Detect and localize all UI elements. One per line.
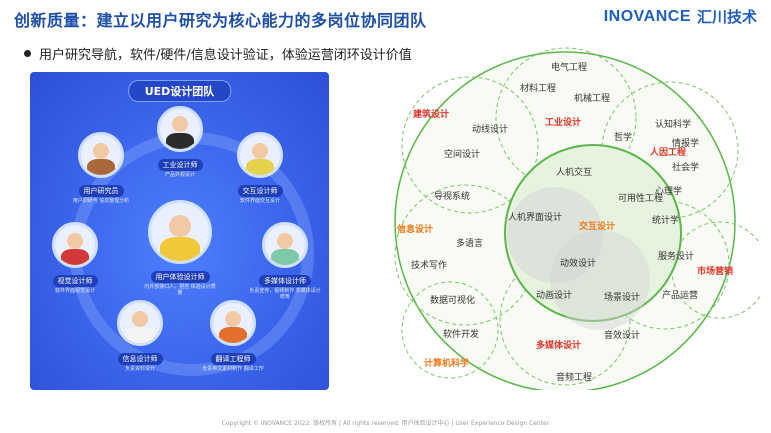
overlap-bottom <box>550 230 650 330</box>
inner-label: 人机交互 <box>556 166 592 178</box>
inner-label: 人机界面设计 <box>508 211 562 223</box>
group-label: 信息设计 <box>397 223 433 235</box>
multimedia-designer-avatar <box>262 222 308 268</box>
group-label: 人因工程 <box>649 146 686 158</box>
outer-label: 软件开发 <box>443 328 479 340</box>
bullet-text: 用户研究导航，软件/硬件/信息设计验证，体验运营闭环设计价值 <box>39 48 412 63</box>
inner-label: 可用性工程 <box>618 192 663 204</box>
group-label: 市场营销 <box>697 265 733 277</box>
outer-label: 技术写作 <box>411 259 447 271</box>
outer-label: 动线设计 <box>472 123 508 135</box>
outer-label: 导视系统 <box>434 190 470 202</box>
group-label: 多媒体设计 <box>536 339 581 351</box>
team-panel: UED设计团队 工业设计师 产品外观设计 交互设计师 软件界面交互设计 多媒体设… <box>30 72 329 390</box>
bullet-row: 用户研究导航，软件/硬件/信息设计验证，体验运营闭环设计价值 <box>24 44 412 63</box>
role-desc: 产品外观设计 <box>164 172 195 178</box>
role-label: 多媒体设计师 <box>259 275 311 287</box>
role-label: 信息设计师 <box>117 353 163 365</box>
role-information-designer: 信息设计师 负责资料设计 <box>108 300 172 372</box>
outer-label: 认知科学 <box>655 118 691 130</box>
interaction-designer-avatar <box>237 132 283 178</box>
outer-label: 服务设计 <box>658 250 694 262</box>
role-visual-designer: 视觉设计师 软件界面视觉设计 <box>42 222 108 294</box>
outer-label: 社会学 <box>672 161 699 173</box>
logo-latin: INOVANCE <box>603 7 691 25</box>
inner-label: 动效设计 <box>560 257 596 269</box>
role-desc: 内外部接口人，把控 体验设计质量 <box>144 284 216 296</box>
role-industrial-designer: 工业设计师 产品外观设计 <box>148 106 212 178</box>
footer: Copyright © INOVANCE 2022. 版权所有 | All ri… <box>221 420 550 427</box>
venn-diagram: 电气工程 材料工程 机械工程 认知科学 情报学 社会学 心理学 统计学 产品运营… <box>394 47 760 390</box>
role-multimedia-designer: 多媒体设计师 负责宣传，视频制作 多媒体设计统筹 <box>248 222 322 300</box>
overlap-left <box>507 187 603 283</box>
role-translation-engineer: 翻译工程师 负责英文素材制作 翻译工作 <box>198 300 268 372</box>
industrial-designer-avatar <box>157 106 203 152</box>
role-desc: 用户调研与 信息整理分析 <box>72 198 130 204</box>
outer-label: 哲学 <box>614 131 632 143</box>
translation-engineer-avatar <box>210 300 256 346</box>
group-label: 计算机科学 <box>424 357 469 369</box>
information-designer-avatar <box>117 300 163 346</box>
outer-label: 电气工程 <box>551 61 587 73</box>
role-label: 工业设计师 <box>157 159 203 171</box>
outer-label: 数据可视化 <box>430 294 475 306</box>
outer-label: 音频工程 <box>556 371 592 383</box>
role-desc: 负责宣传，视频制作 多媒体设计统筹 <box>249 288 321 300</box>
role-label: 用户体验设计师 <box>150 271 210 283</box>
role-label: 翻译工程师 <box>210 353 256 365</box>
page-title: 创新质量：建立以用户研究为核心能力的多岗位协同团队 <box>14 11 427 30</box>
outer-label: 多语言 <box>456 237 483 249</box>
role-user-researcher: 用户研究员 用户调研与 信息整理分析 <box>68 132 134 204</box>
outer-label: 音效设计 <box>604 329 640 341</box>
bullet-dot-icon <box>24 50 31 57</box>
role-desc: 软件界面视觉设计 <box>54 288 95 294</box>
role-label: 视觉设计师 <box>52 275 98 287</box>
group-label: 交互设计 <box>579 220 615 232</box>
outer-label: 统计学 <box>652 214 679 226</box>
role-desc: 负责资料设计 <box>124 366 155 372</box>
ux-designer-avatar <box>148 200 212 264</box>
group-label: 工业设计 <box>545 116 581 128</box>
logo-cn: 汇川技术 <box>696 8 757 26</box>
outer-label: 产品运营 <box>662 289 698 301</box>
user-researcher-avatar <box>78 132 124 178</box>
outer-label: 心理学 <box>655 185 682 197</box>
visual-designer-avatar <box>52 222 98 268</box>
outer-label: 材料工程 <box>520 82 556 94</box>
team-title: UED设计团队 <box>127 80 232 102</box>
outer-label: 情报学 <box>672 137 699 149</box>
role-label: 用户研究员 <box>78 185 124 197</box>
role-desc: 负责英文素材制作 翻译工作 <box>202 366 264 372</box>
inner-label: 动画设计 <box>536 289 572 301</box>
role-ux-designer: 用户体验设计师 内外部接口人，把控 体验设计质量 <box>142 200 218 296</box>
group-label: 建筑设计 <box>413 108 449 120</box>
logo: INOVANCE 汇川技术 <box>604 6 757 27</box>
role-interaction-designer: 交互设计师 软件界面交互设计 <box>224 132 296 204</box>
outer-label: 空间设计 <box>444 148 480 160</box>
role-label: 交互设计师 <box>237 185 283 197</box>
role-desc: 软件界面交互设计 <box>239 198 280 204</box>
inner-label: 场景设计 <box>604 291 640 303</box>
outer-label: 机械工程 <box>574 92 610 104</box>
